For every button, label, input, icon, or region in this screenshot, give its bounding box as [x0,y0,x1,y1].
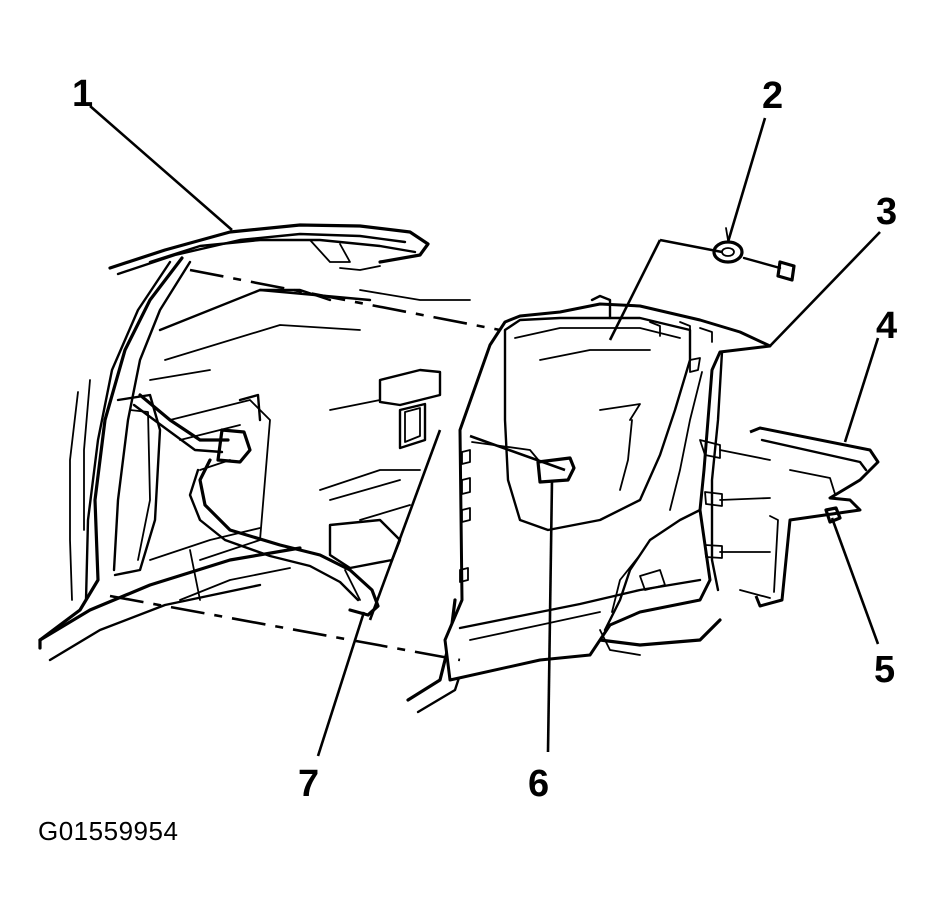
callout-4: 4 [876,305,897,347]
leader-lines [89,105,881,757]
leader-4 [843,337,880,443]
callout-1: 1 [72,73,93,115]
callout-2: 2 [762,75,783,117]
vehicle-body-outline [38,223,722,714]
callout-labels: 1 2 3 4 5 6 7 [72,73,897,805]
leader-2 [726,117,767,243]
leader-2b [608,239,662,341]
quarter-trim-panel [443,294,772,682]
part-2-fastener [712,227,796,282]
leader-1 [89,105,233,231]
leader-3 [769,231,881,347]
leader-2c [659,238,723,254]
callout-3: 3 [876,191,897,233]
part-7-lower-trim-hose [132,393,380,617]
leader-6 [546,479,554,753]
leader-5 [830,517,880,645]
phantom-reference-lines [109,268,566,662]
leader-7 [316,611,366,757]
callout-5: 5 [874,649,895,691]
figure-id-label: G01559954 [38,816,179,846]
callout-6: 6 [528,763,549,805]
part-4-rear-trim-bracket [699,426,880,608]
callout-7: 7 [298,763,319,805]
